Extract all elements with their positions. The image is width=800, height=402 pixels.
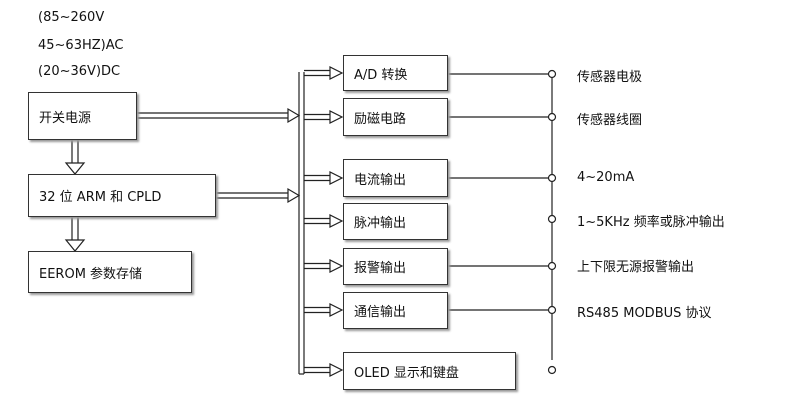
- module-current-output: 电流输出: [343, 159, 448, 197]
- output-sensor-electrode: 传感器电极: [577, 70, 643, 85]
- output-rs485-modbus: RS485 MODBUS 协议: [577, 306, 712, 321]
- output-current-range: 4~20mA: [577, 170, 635, 185]
- bus-arrow: [329, 214, 344, 228]
- module-ad-conversion: A/D 转换: [343, 55, 448, 91]
- bus-arrow: [329, 259, 344, 273]
- output-sensor-coil: 传感器线圈: [577, 113, 643, 128]
- module-pulse-output: 脉冲输出: [343, 203, 448, 240]
- bus-arrow: [329, 66, 344, 80]
- module-comm-output: 通信输出: [343, 292, 448, 329]
- bus-arrow: [329, 303, 344, 317]
- power-input-line-1: (85~260V: [38, 10, 105, 25]
- power-supply-box: 开关电源: [28, 92, 137, 140]
- bus-arrow: [329, 171, 344, 185]
- module-oled-keyboard: OLED 显示和键盘: [343, 352, 516, 390]
- bus-arrow: [329, 110, 344, 124]
- output-pulse-frequency: 1~5KHz 频率或脉冲输出: [577, 215, 725, 230]
- module-excitation-circuit: 励磁电路: [343, 98, 448, 136]
- eeprom-box: EEROM 参数存储: [28, 251, 192, 293]
- module-alarm-output: 报警输出: [343, 248, 448, 285]
- bus-arrow: [329, 363, 344, 377]
- power-input-line-2: 45~63HZ)AC: [38, 38, 124, 53]
- power-input-line-3: (20~36V)DC: [38, 64, 121, 79]
- output-alarm: 上下限无源报警输出: [577, 260, 695, 275]
- mcu-box: 32 位 ARM 和 CPLD: [28, 174, 216, 217]
